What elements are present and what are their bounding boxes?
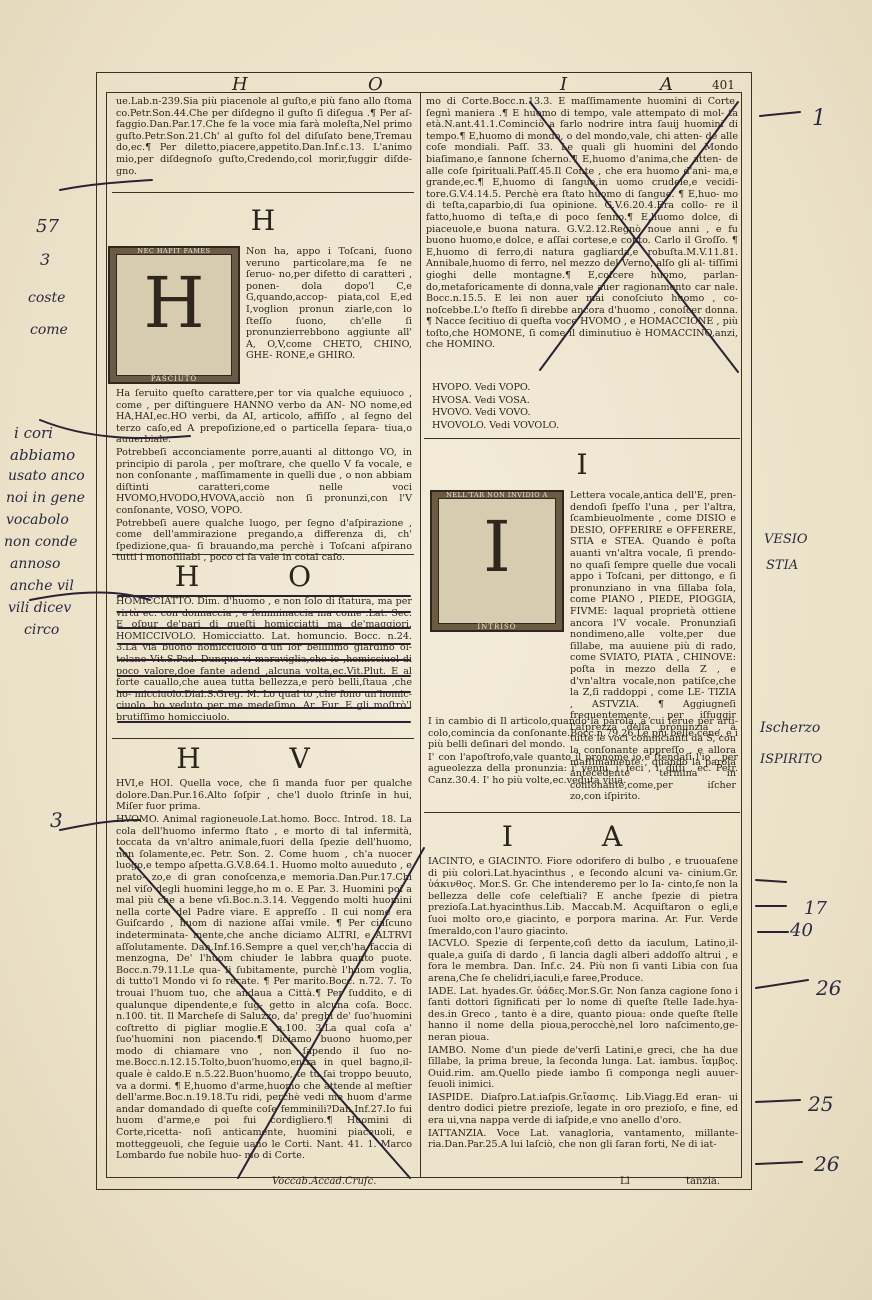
footer-source: Voccab.Accad.Cruſc.: [272, 1176, 377, 1187]
margin-note: come: [30, 322, 68, 338]
margin-note: 26: [814, 1152, 840, 1176]
dictionary-entry: IATTANZIA. Voce Lat. vanagloria, vantame…: [428, 1127, 738, 1151]
margin-note: VESIO: [764, 532, 808, 547]
ho-text: HOMICCIATTO. Dim. d'huomo , e non ſolo d…: [116, 596, 412, 723]
left-top-text: ue.Lab.n-239.Sia più piacenole al guſto,…: [116, 96, 412, 177]
list-item: HVOPO. Vedi VOPO.: [432, 382, 531, 393]
running-header-left: H: [232, 74, 248, 95]
margin-note: 3: [40, 250, 51, 269]
margin-note: non conde: [4, 534, 78, 550]
i-text: I in cambio di Il articolo,quando la par…: [428, 716, 738, 786]
margin-note: noi in gene: [6, 490, 85, 506]
h-intro: Non ha, appo i Toſcani, ſuono veruno par…: [246, 246, 412, 362]
margin-note: Ischerzo: [760, 720, 821, 736]
margin-note: vili dicev: [8, 600, 72, 616]
column-divider: [420, 92, 421, 1178]
ia-entries: IACINTO, e GIACINTO. Fiore odorifero di …: [428, 856, 738, 1152]
rule: [112, 738, 414, 739]
rule: [112, 554, 414, 555]
hv-intro: HVI,e HOI. Quella voce, che ſi manda fuo…: [116, 778, 412, 813]
margin-note: abbiamo: [10, 446, 76, 464]
h-text: Ha ſeruito queſto carattere,per tor via …: [116, 388, 412, 564]
margin-note: anche vil: [10, 578, 74, 594]
rule: [424, 812, 740, 813]
see-also-list: HVOPO. Vedi VOPO. HVOSA. Vedi VOSA. HVOV…: [432, 382, 732, 432]
woodcut-i-initial: NELL'TAR NON INVIDIO A I INTRISO: [430, 490, 564, 632]
dictionary-entry: IASPIDE. Diaſpro.Lat.iaſpis.Gr.ἴασπις. L…: [428, 1091, 738, 1127]
woodcut-h-initial: NEC HAPIT FAMES H PASCIUTO: [108, 246, 240, 384]
hv-text: HVOMO. Animal ragioneuole.Lat.homo. Bocc…: [116, 814, 412, 1162]
list-item: HVOVOLO. Vedi VOVOLO.: [432, 419, 560, 431]
margin-note: vocabolo: [6, 512, 69, 528]
margin-note: 3: [50, 808, 63, 832]
margin-note: 25: [808, 1092, 834, 1116]
list-item: HVOSA. Vedi VOSA.: [432, 394, 530, 406]
i-intro: Lettera vocale,antica dell'E, pren- dend…: [570, 490, 736, 803]
right-top-text: mo di Corte.Bocc.n.13.3. E maſſimamente …: [426, 96, 738, 351]
section-heading-ia: I A: [501, 820, 663, 853]
margin-note: 40: [790, 920, 813, 941]
outer-frame: [96, 72, 752, 1190]
margin-note: i cori: [14, 424, 53, 442]
dictionary-entry: IACINTO, e GIACINTO. Fiore odorifero di …: [428, 856, 738, 937]
margin-note: ISPIRITO: [760, 752, 823, 767]
running-header-right: A: [660, 74, 673, 95]
rule: [424, 438, 740, 439]
margin-note: annoso: [10, 556, 61, 572]
section-heading-ho: H O: [174, 560, 352, 593]
margin-note: 57: [36, 216, 59, 237]
section-heading-h: H: [250, 204, 276, 237]
dictionary-entry: IACVLO. Spezie di ſerpente,coſì detto da…: [428, 938, 738, 984]
running-header-mid: O: [368, 74, 383, 95]
section-heading-i: I: [576, 448, 588, 481]
margin-note: coste: [28, 290, 66, 306]
section-heading-hv: H V: [176, 742, 350, 775]
footer-signature: Ll: [620, 1176, 630, 1187]
margin-note: STIA: [766, 558, 799, 573]
margin-note: 26: [816, 976, 842, 1000]
rule: [112, 192, 414, 193]
list-item: HVOVO. Vedi VOVO.: [432, 407, 531, 419]
footer-catchword: tanzia.: [686, 1176, 721, 1187]
margin-note: 1: [812, 106, 826, 131]
page-number: 401: [712, 78, 735, 92]
dictionary-entry: IAMBO. Nome d'un piede de'verſi Latini,e…: [428, 1044, 738, 1091]
running-header-right-mid: I: [560, 74, 568, 95]
dictionary-entry: IADE. Lat. hyades.Gr. ὑάδες.Mor.S.Gr. No…: [428, 985, 738, 1043]
margin-note: 17: [804, 898, 827, 919]
margin-note: usato anco: [8, 468, 85, 484]
margin-note: circo: [24, 622, 60, 638]
